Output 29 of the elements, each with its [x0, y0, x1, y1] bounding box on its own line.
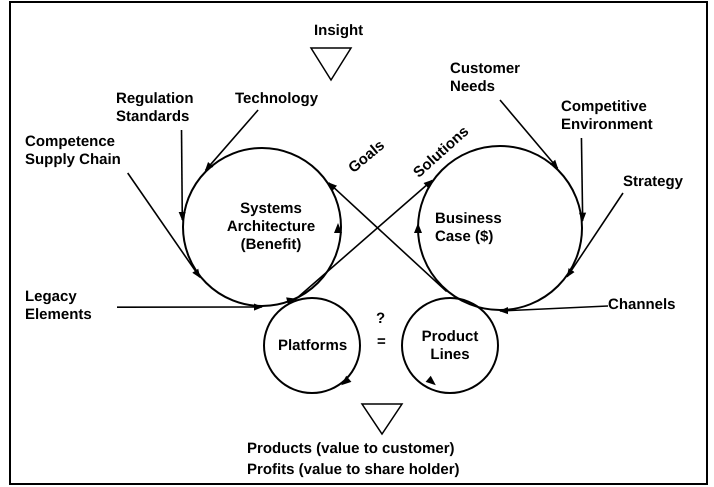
- circle-label: Business Case ($): [435, 210, 503, 246]
- input-label: Channels: [608, 296, 677, 314]
- arrow: [499, 305, 608, 314]
- text-label: Products (value to customer): [247, 440, 455, 458]
- input-label: Competence Supply Chain: [25, 133, 122, 169]
- process-circle: [182, 147, 342, 307]
- input-label: Legacy Elements: [25, 288, 93, 324]
- input-label: Regulation Standards: [116, 90, 194, 126]
- text-label: Insight: [314, 22, 364, 40]
- arrow: [566, 192, 624, 278]
- arrow: [499, 99, 558, 169]
- circle-label: Product Lines: [420, 328, 480, 364]
- arrow: [178, 130, 186, 221]
- arrow: [127, 172, 200, 278]
- arrow: [117, 303, 263, 311]
- arrow: [578, 138, 586, 222]
- input-label: Strategy: [623, 173, 684, 191]
- input-label: Technology: [235, 90, 320, 108]
- process-circle: [263, 297, 361, 394]
- input-label: Competitive Environment: [561, 98, 654, 134]
- text-label: Profits (value to share holder): [247, 461, 460, 479]
- circle-label: Systems Architecture (Benefit): [226, 200, 316, 254]
- process-circle: [401, 297, 499, 394]
- arrow: [328, 182, 448, 292]
- arrow: [204, 109, 259, 172]
- text-label: =: [377, 333, 386, 351]
- text-label: ?: [376, 310, 386, 328]
- circle-label: Platforms: [278, 336, 346, 354]
- input-label: Customer Needs: [450, 60, 522, 96]
